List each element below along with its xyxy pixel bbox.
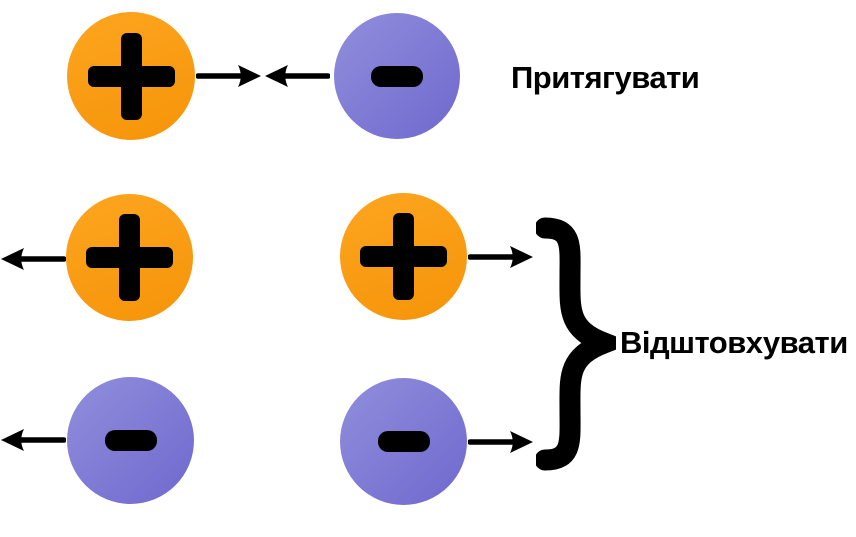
positive-charge <box>340 193 467 320</box>
repel-label: Відштовхувати <box>620 325 848 360</box>
minus-icon <box>340 378 467 505</box>
plus-icon <box>67 12 195 140</box>
curly-brace-icon <box>536 217 616 471</box>
positive-charge <box>66 194 193 321</box>
negative-charge <box>334 13 460 139</box>
negative-charge <box>67 377 194 504</box>
negative-charge <box>340 378 467 505</box>
arrow-right-icon <box>468 246 533 268</box>
plus-icon <box>340 193 467 320</box>
attract-label: Притягувати <box>511 60 700 95</box>
minus-icon <box>67 377 194 504</box>
positive-charge <box>67 12 195 140</box>
plus-icon <box>66 194 193 321</box>
arrow-left-icon <box>1 429 66 451</box>
minus-icon <box>334 13 460 139</box>
arrow-right-icon <box>468 431 533 453</box>
arrow-left-icon <box>1 248 66 270</box>
arrow-left-icon <box>265 65 330 87</box>
arrow-right-icon <box>196 65 261 87</box>
